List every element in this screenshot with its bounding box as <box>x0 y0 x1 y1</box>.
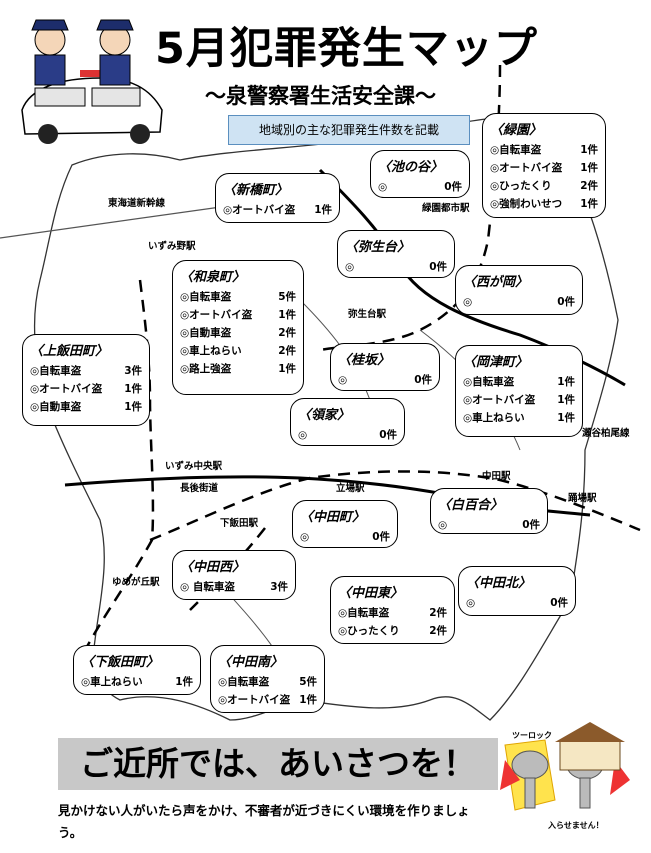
crime-row: ◎0件 <box>298 429 397 441</box>
area-name: 〈池の谷〉 <box>378 160 444 175</box>
area-name: 〈西が岡〉 <box>463 275 529 290</box>
area-name: 〈下飯田町〉 <box>81 655 160 670</box>
area-nishigaoka: 〈西が岡〉 ◎0件 <box>455 265 583 315</box>
crime-row: ◎0件 <box>463 296 575 308</box>
label-shimoiida-station: 下飯田駅 <box>220 518 259 529</box>
area-name: 〈岡津町〉 <box>463 355 529 370</box>
label-izumino-station: いずみ野駅 <box>148 241 196 252</box>
label-shinkansen: 東海道新幹線 <box>108 198 166 209</box>
lock-caption-bottom: 入らせません！ <box>548 821 604 830</box>
area-name: 〈中田北〉 <box>466 576 532 591</box>
area-name: 〈緑園〉 <box>490 123 543 138</box>
label-yayoidai-station: 弥生台駅 <box>348 309 387 320</box>
crime-row: ◎0件 <box>438 519 540 531</box>
shinkansen-line <box>0 204 236 239</box>
crime-row: ◎0件 <box>345 261 447 273</box>
area-name: 〈弥生台〉 <box>345 240 411 255</box>
area-ryoke: 〈領家〉 ◎0件 <box>290 398 405 446</box>
area-katsurazaka: 〈桂坂〉 ◎0件 <box>330 343 440 391</box>
legend-note: 地域別の主な犯罪発生件数を記載 <box>228 115 470 145</box>
area-nakadakita: 〈中田北〉 ◎0件 <box>458 566 576 616</box>
area-name: 〈中田南〉 <box>218 655 284 670</box>
area-yayoidai: 〈弥生台〉 ◎0件 <box>337 230 455 278</box>
page-title: 5月犯罪発生マップ <box>155 24 538 74</box>
police-car-illustration <box>21 19 163 144</box>
page-subtitle: ～泉警察署生活安全課～ <box>205 84 436 108</box>
label-ryokuen-toshi-station: 緑園都市駅 <box>422 203 470 214</box>
label-izumi-chuo-station: いずみ中央駅 <box>165 461 223 472</box>
lock-caption-top: ツーロック <box>512 731 552 740</box>
road-dashed-3 <box>149 470 641 542</box>
footer-message: 見かけない人がいたら声をかけ、不審者が近づきにくい環境を作りましょう。 <box>58 803 470 840</box>
area-name: 〈中田西〉 <box>180 560 246 575</box>
slogan-banner: ご近所では、あいさつを！ <box>58 738 498 790</box>
label-odoriba-station: 踊場駅 <box>568 493 597 504</box>
area-name: 〈領家〉 <box>298 408 351 423</box>
area-name: 〈和泉町〉 <box>180 270 246 285</box>
label-nakada-station: 中田駅 <box>482 471 511 482</box>
area-nakadacho: 〈中田町〉 ◎0件 <box>292 500 398 548</box>
label-chogo-kaido: 長後街道 <box>180 483 219 494</box>
label-yumegaoka-station: ゆめが丘駅 <box>112 577 160 588</box>
area-name: 〈新橋町〉 <box>223 183 289 198</box>
label-seya-kashio-line: 瀬谷柏尾線 <box>582 428 630 439</box>
area-ikenotani: 〈池の谷〉 ◎0件 <box>370 150 470 198</box>
area-name: 〈中田町〉 <box>300 510 366 525</box>
label-tateba-station: 立場駅 <box>336 483 365 494</box>
two-lock-illustration <box>500 722 630 811</box>
area-shirayuri: 〈白百合〉 ◎0件 <box>430 488 548 534</box>
crime-row: ◎0件 <box>338 374 432 386</box>
area-name: 〈上飯田町〉 <box>30 344 109 359</box>
crime-row: ◎0件 <box>378 181 462 193</box>
area-name: 〈桂坂〉 <box>338 353 391 368</box>
area-name: 〈中田東〉 <box>338 586 404 601</box>
crime-row: ◎0件 <box>466 597 568 609</box>
crime-row: ◎0件 <box>300 531 390 543</box>
area-name: 〈白百合〉 <box>438 498 504 513</box>
